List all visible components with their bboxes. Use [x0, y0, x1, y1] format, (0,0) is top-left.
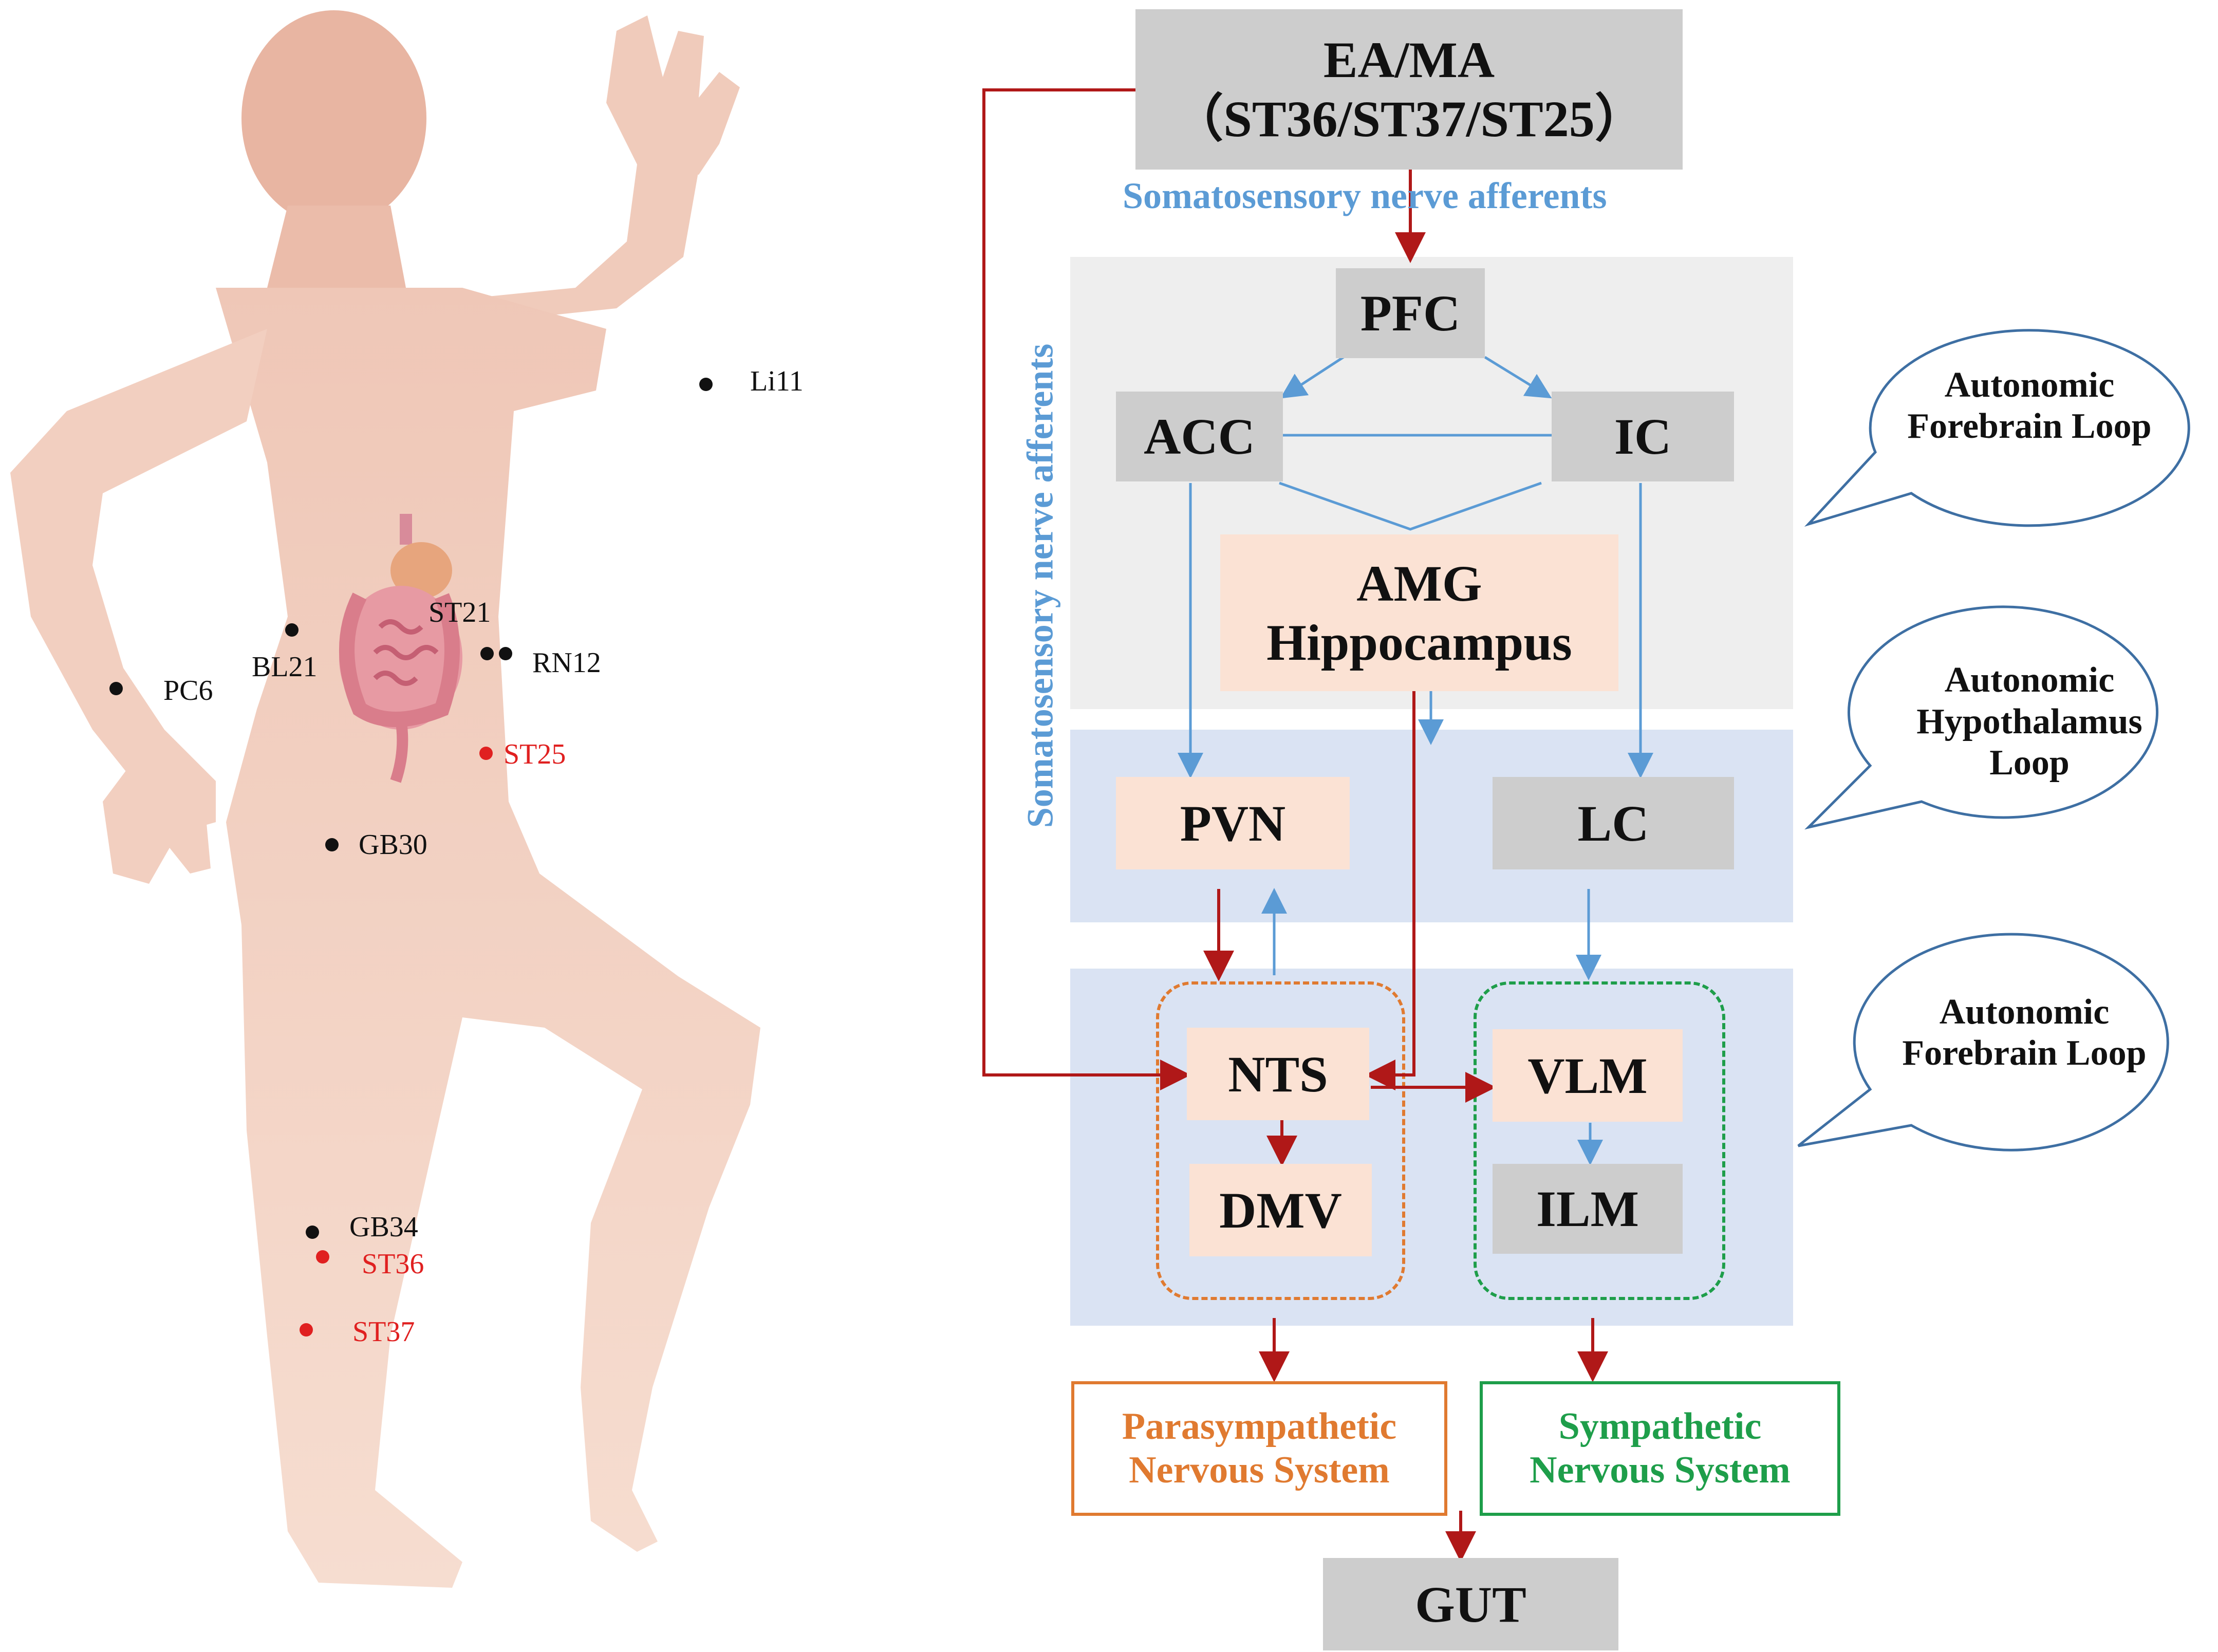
- node-dmv: DMV: [1189, 1164, 1372, 1256]
- node-lc: LC: [1493, 777, 1734, 869]
- rn12-dot-a: [480, 647, 494, 660]
- sympathetic-group: [1474, 981, 1725, 1300]
- line-acc-ic-amg: [1279, 481, 1542, 531]
- li11-dot: [699, 378, 713, 391]
- sns-line2: Nervous System: [1530, 1449, 1791, 1491]
- raised-arm-shape: [421, 98, 699, 329]
- parasympathetic-box: Parasympathetic Nervous System: [1071, 1381, 1447, 1516]
- callout-2-line1: Autonomic: [1944, 660, 2115, 700]
- intestine-illustration: [339, 514, 462, 783]
- rn12-dot-b: [499, 647, 512, 660]
- head-shape: [241, 10, 426, 226]
- bl21-label: BL21: [252, 651, 318, 683]
- pns-line2: Nervous System: [1129, 1449, 1390, 1491]
- callout-2-line3: Loop: [1989, 743, 2070, 783]
- callout-3-line1: Autonomic: [1939, 992, 2110, 1032]
- callout-3-text: Autonomic Forebrain Loop: [1860, 981, 2189, 1084]
- st37-label: ST37: [352, 1316, 415, 1348]
- sns-line1: Sympathetic: [1558, 1405, 1762, 1447]
- pns-line1: Parasympathetic: [1122, 1405, 1397, 1447]
- raised-hand-shape: [606, 15, 740, 175]
- callout-3-line2: Forebrain Loop: [1902, 1033, 2147, 1073]
- node-ilm: ILM: [1493, 1164, 1683, 1254]
- gb34-label: GB34: [349, 1211, 418, 1243]
- node-nts: NTS: [1187, 1028, 1369, 1120]
- stimulus-box: EA/MA （ST36/ST37/ST25）: [1135, 9, 1683, 170]
- callout-1-text: Autonomic Forebrain Loop: [1870, 355, 2189, 457]
- callout-2-text: Autonomic Hypothalamus Loop: [1870, 645, 2189, 799]
- gb30-dot: [325, 838, 339, 851]
- sympathetic-box: Sympathetic Nervous System: [1480, 1381, 1840, 1516]
- lower-hand-shape: [103, 760, 211, 884]
- callout-2-line2: Hypothalamus: [1916, 701, 2142, 741]
- st36-dot: [316, 1250, 329, 1264]
- arrow-pfc-ic: [1484, 356, 1552, 399]
- node-pfc: PFC: [1336, 268, 1485, 358]
- st25-label: ST25: [504, 738, 566, 770]
- st36-label: ST36: [362, 1248, 424, 1280]
- st21-label: ST21: [428, 597, 491, 628]
- gb34-dot: [306, 1226, 319, 1239]
- parasympathetic-group: [1156, 981, 1405, 1300]
- arrow-amg-nts: [1365, 691, 1415, 1090]
- li11-label: Li11: [750, 365, 804, 397]
- callout-bubble-3: [1797, 933, 2169, 1152]
- callout-1-line2: Forebrain Loop: [1907, 406, 2152, 446]
- amg-line1: AMG: [1356, 554, 1482, 612]
- node-pvn: PVN: [1116, 777, 1350, 869]
- gb30-label: GB30: [359, 829, 427, 861]
- callout-1-line1: Autonomic: [1944, 365, 2115, 405]
- st37-dot: [300, 1323, 313, 1337]
- pc6-dot: [109, 682, 123, 695]
- node-amg-hippocampus: AMG Hippocampus: [1220, 534, 1618, 691]
- pc6-label: PC6: [163, 675, 213, 707]
- amg-line2: Hippocampus: [1266, 614, 1572, 671]
- arrow-pfc-acc: [1280, 356, 1345, 399]
- st25-dot: [479, 747, 493, 760]
- lower-arm-shape: [10, 329, 267, 832]
- node-acc: ACC: [1116, 392, 1283, 481]
- arrow-eama-nts: [982, 88, 1191, 1090]
- callout-bubble-1: [1804, 329, 2190, 527]
- afferent-label-top: Somatosensory nerve afferents: [1123, 175, 1607, 216]
- node-ic: IC: [1552, 392, 1734, 481]
- node-vlm: VLM: [1493, 1029, 1683, 1122]
- stimulus-line1: EA/MA: [1323, 31, 1495, 88]
- gut-box: GUT: [1323, 1558, 1618, 1650]
- stimulus-line2: （ST36/ST37/ST25）: [1172, 90, 1646, 147]
- rn12-label: RN12: [532, 647, 601, 679]
- callout-bubble-2: [1804, 605, 2158, 830]
- neck-shape: [267, 206, 406, 288]
- bl21-dot: [285, 623, 299, 637]
